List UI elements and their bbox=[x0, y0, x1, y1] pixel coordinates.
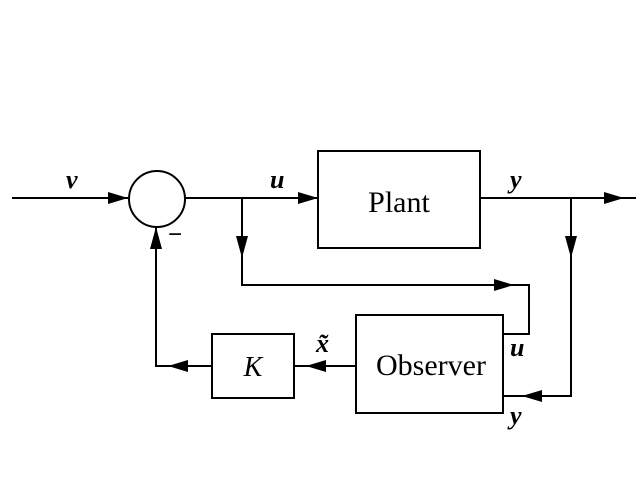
feedback-arrow-2 bbox=[150, 227, 162, 249]
gain-block bbox=[211, 333, 295, 399]
control-arrow bbox=[298, 192, 318, 204]
control-branch-arrow bbox=[236, 236, 248, 258]
reference-signal-label: v bbox=[66, 165, 78, 194]
gain-label: K bbox=[243, 352, 264, 383]
feedback-arrow bbox=[168, 360, 188, 372]
control-branch-arrow-2 bbox=[494, 279, 514, 291]
feedback-line bbox=[155, 227, 212, 367]
output-arrow bbox=[604, 192, 624, 204]
control-signal-label: u bbox=[270, 165, 284, 194]
feedback-minus-sign: − bbox=[168, 221, 182, 248]
observer-input-u-label: u bbox=[510, 333, 524, 362]
plant-label: Plant bbox=[368, 186, 430, 219]
estimate-signal-label: x̃ bbox=[315, 329, 329, 358]
output-signal-label: y bbox=[507, 165, 522, 194]
output-branch-arrow-2 bbox=[522, 390, 542, 402]
reference-arrow bbox=[108, 192, 128, 204]
observer-label: Observer bbox=[376, 349, 486, 382]
observer-block bbox=[355, 314, 504, 414]
summing-junction bbox=[128, 170, 186, 228]
plant-block bbox=[317, 150, 481, 249]
output-branch-to-observer bbox=[503, 198, 572, 397]
output-branch-arrow bbox=[565, 236, 577, 258]
estimate-arrow bbox=[306, 360, 326, 372]
observer-input-y-label: y bbox=[507, 401, 522, 430]
